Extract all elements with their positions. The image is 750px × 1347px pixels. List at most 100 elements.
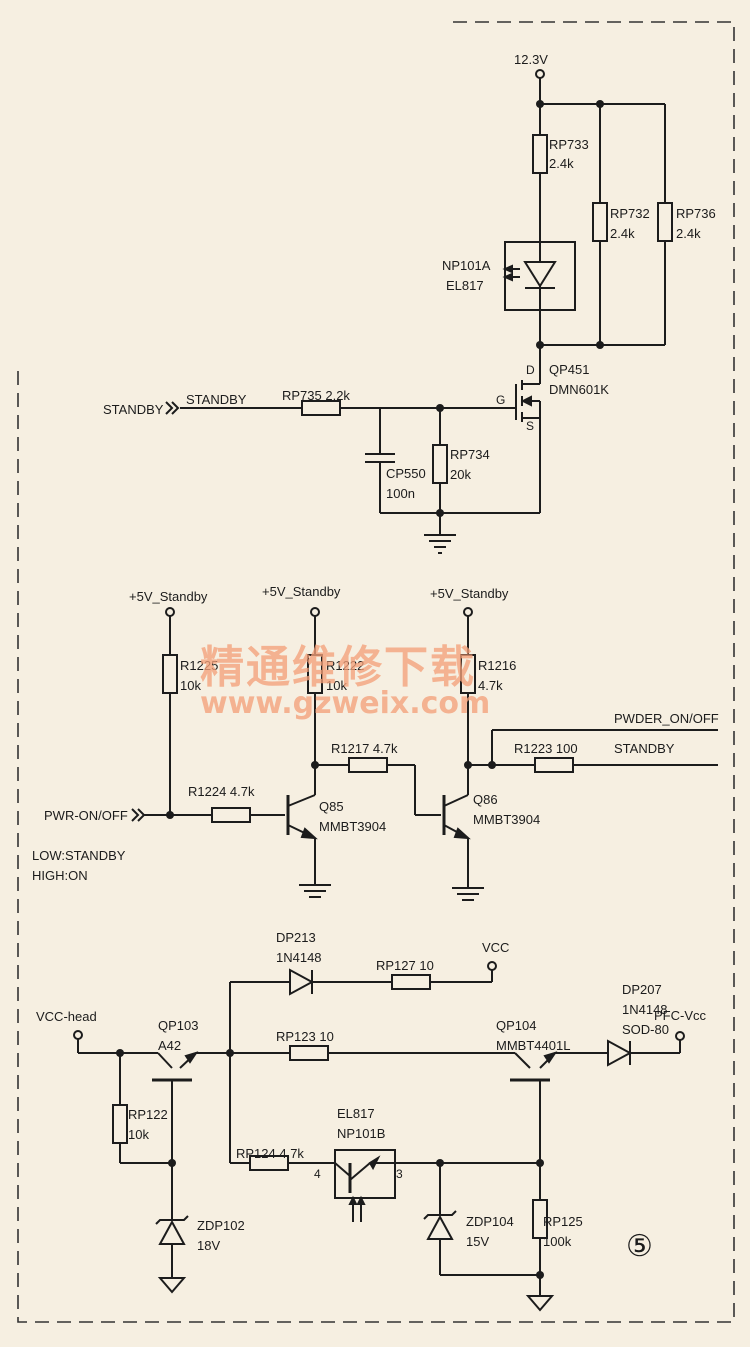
label-pin-3: 3 [396,1167,403,1181]
junction-dots [116,100,604,1279]
label-q85-ref: Q85 [319,799,344,814]
rp736-resistor [657,202,673,242]
label-rp732-val: 2.4k [610,226,635,241]
label-dp213-ref: DP213 [276,930,316,945]
q85-transistor [286,794,318,885]
rp734-resistor [432,444,448,484]
ground-symbol-1 [424,534,456,554]
section-standby-switch [165,69,673,554]
label-zdp104-val: 15V [466,1234,489,1249]
label-zdp102-ref: ZDP102 [197,1218,245,1233]
label-r1222-ref: R1222 [326,658,364,673]
label-rp125-ref: RP125 [543,1214,583,1229]
label-high-note: HIGH:ON [32,868,88,883]
zdp104-zener [423,1210,457,1240]
label-rp736-val: 2.4k [676,226,701,241]
label-r1216-ref: R1216 [478,658,516,673]
labels: 12.3V RP733 2.4k RP732 2.4k RP736 2.4k N… [32,52,719,1264]
label-cp550-val: 100n [386,486,415,501]
label-rp127: RP127 10 [376,958,434,973]
zdp102-zener [155,1215,189,1245]
label-qp451-part: DMN601K [549,382,609,397]
label-12v: 12.3V [514,52,548,67]
watermark-url: www.gzweix.com [200,686,490,721]
ground-symbol-4 [157,1277,187,1294]
label-np101b: NP101B [337,1126,385,1141]
label-vcc-head: VCC-head [36,1009,97,1024]
label-pin-g: G [496,393,505,407]
label-q86-ref: Q86 [473,792,498,807]
label-rp734-ref: RP734 [450,447,490,462]
label-rp732-ref: RP732 [610,206,650,221]
label-vstb-1: +5V_Standby [129,589,208,604]
label-qp104-ref: QP104 [496,1018,536,1033]
label-standby-out: STANDBY [614,741,675,756]
label-rp124: RP124 4.7k [236,1146,304,1161]
label-vstb-3: +5V_Standby [430,586,509,601]
r1225-resistor [162,654,178,694]
label-qp104-part: MMBT4401L [496,1038,570,1053]
rp735-resistor [301,400,341,416]
label-pwr-port: PWR-ON/OFF [44,808,128,823]
label-low-note: LOW:STANDBY [32,848,126,863]
label-el817b: EL817 [337,1106,375,1121]
label-pfc-vcc: PFC-Vcc [654,1008,707,1023]
dp207-diode [607,1039,633,1067]
label-dp213-part: 1N4148 [276,950,322,965]
label-q85-part: MMBT3904 [319,819,386,834]
label-r1217: R1217 4.7k [331,741,398,756]
label-standby-port: STANDBY [103,402,164,417]
section-power-on-off [131,607,718,901]
label-rp736-ref: RP736 [676,206,716,221]
label-zdp102-val: 18V [197,1238,220,1253]
rp732-resistor [592,202,608,242]
label-standby-net: STANDBY [186,392,247,407]
dp213-diode [289,968,315,996]
vcc-12v-terminal [535,69,545,79]
np101b-optocoupler [334,1149,396,1222]
vstb-terminal-3 [463,607,473,617]
rp127-resistor [391,974,431,990]
label-dp207-part: 1N4148 [622,1002,668,1017]
qp103-transistor [152,1051,199,1163]
label-dp207-pkg: SOD-80 [622,1022,669,1037]
rp123-resistor [289,1045,329,1061]
label-zdp104-ref: ZDP104 [466,1214,514,1229]
label-r1224: R1224 4.7k [188,784,255,799]
dashed-frames [17,21,735,1323]
watermark: 精通维修下载 www.gzweix.com [200,642,490,721]
label-r1223: R1223 100 [514,741,578,756]
label-np101a-ref: NP101A [442,258,491,273]
vstb-terminal-1 [165,607,175,617]
label-pin-d: D [526,363,535,377]
r1224-resistor [211,807,251,823]
label-vstb-2: +5V_Standby [262,584,341,599]
label-r1225-ref: R1225 [180,658,218,673]
label-r1222-val: 10k [326,678,347,693]
r1223-resistor [534,757,574,773]
vcc-head-terminal [73,1030,83,1040]
circled-number: ⑤ [626,1229,653,1264]
ground-symbol-2 [299,884,331,898]
label-qp451-ref: QP451 [549,362,589,377]
qp451-mosfet [496,345,541,513]
ground-symbol-5 [525,1295,555,1312]
label-rp122-ref: RP122 [128,1107,168,1122]
pfc-vcc-terminal [675,1031,685,1041]
pwr-port-arrow [131,808,140,822]
q86-transistor [442,794,471,888]
label-np101a-part: EL817 [446,278,484,293]
label-q86-part: MMBT3904 [473,812,540,827]
ground-symbol-3 [452,887,484,901]
label-dp207-ref: DP207 [622,982,662,997]
np101a-optocoupler [502,241,576,345]
label-vcc: VCC [482,940,509,955]
label-rp125-val: 100k [543,1234,572,1249]
watermark-chinese: 精通维修下载 [200,642,476,693]
r1217-resistor [348,757,388,773]
label-rp123: RP123 10 [276,1029,334,1044]
label-rp122-val: 10k [128,1127,149,1142]
label-pin-4: 4 [314,1167,321,1181]
label-pin-s: S [526,419,534,433]
